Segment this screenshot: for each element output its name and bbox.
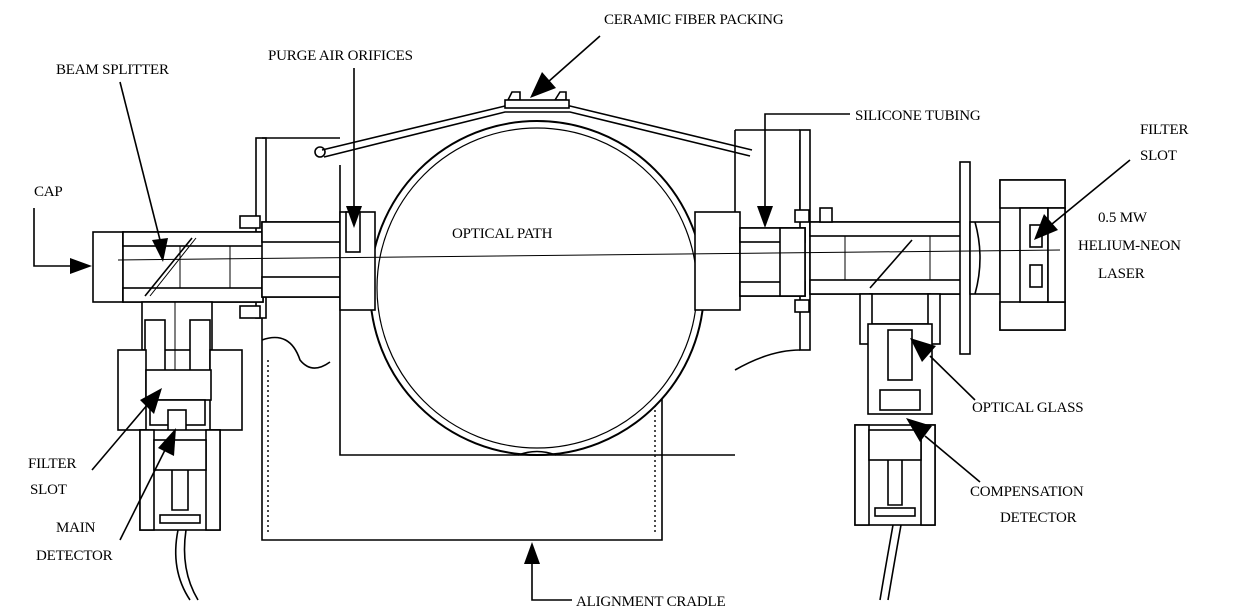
svg-text:ALIGNMENT CRADLE: ALIGNMENT CRADLE <box>576 594 725 610</box>
label-alignment-cradle: ALIGNMENT CRADLE <box>524 542 726 610</box>
svg-text:CERAMIC FIBER PACKING: CERAMIC FIBER PACKING <box>604 12 784 28</box>
left-transceiver-tube <box>92 215 264 319</box>
svg-text:PURGE AIR ORIFICES: PURGE AIR ORIFICES <box>268 48 413 64</box>
label-optical-path: OPTICAL PATH <box>452 226 553 242</box>
label-filter-slot-right: FILTER SLOT <box>1034 122 1189 240</box>
label-filter-slot-left: FILTER SLOT <box>28 388 162 498</box>
svg-text:LASER: LASER <box>1098 266 1145 282</box>
right-flange <box>694 209 810 313</box>
svg-text:SLOT: SLOT <box>30 482 67 498</box>
svg-text:SLOT: SLOT <box>1140 148 1177 164</box>
label-laser: 0.5 MW HELIUM-NEON LASER <box>1078 210 1181 282</box>
svg-text:0.5 MW: 0.5 MW <box>1098 210 1148 226</box>
right-transceiver-tube <box>809 161 1066 355</box>
compensation-detector-assembly <box>854 293 941 601</box>
label-cap: CAP <box>33 184 92 274</box>
label-purge-air-orifices: PURGE AIR ORIFICES <box>268 48 413 228</box>
svg-text:DETECTOR: DETECTOR <box>36 548 113 564</box>
main-detector-assembly <box>117 301 243 601</box>
left-flange <box>261 211 376 311</box>
svg-text:BEAM SPLITTER: BEAM SPLITTER <box>56 62 169 78</box>
label-ceramic-fiber-packing: CERAMIC FIBER PACKING <box>530 12 784 98</box>
label-beam-splitter: BEAM SPLITTER <box>56 62 169 262</box>
label-main-detector: MAIN DETECTOR <box>36 428 176 564</box>
svg-text:CAP: CAP <box>34 184 63 200</box>
svg-text:DETECTOR: DETECTOR <box>1000 510 1077 526</box>
svg-text:SILICONE TUBING: SILICONE TUBING <box>855 108 981 124</box>
label-silicone-tubing: SILICONE TUBING <box>757 108 981 228</box>
svg-text:HELIUM-NEON: HELIUM-NEON <box>1078 238 1181 254</box>
ceramic-fiber-cover <box>314 91 753 158</box>
optical-path-beam <box>117 249 1061 261</box>
svg-text:COMPENSATION: COMPENSATION <box>970 484 1084 500</box>
svg-text:FILTER: FILTER <box>1140 122 1188 138</box>
duct-cross-section <box>369 120 705 456</box>
label-compensation-detector: COMPENSATION DETECTOR <box>906 418 1084 526</box>
svg-text:MAIN: MAIN <box>56 520 96 536</box>
svg-text:OPTICAL GLASS: OPTICAL GLASS <box>972 400 1083 416</box>
svg-text:FILTER: FILTER <box>28 456 76 472</box>
label-optical-glass: OPTICAL GLASS <box>910 338 1084 416</box>
